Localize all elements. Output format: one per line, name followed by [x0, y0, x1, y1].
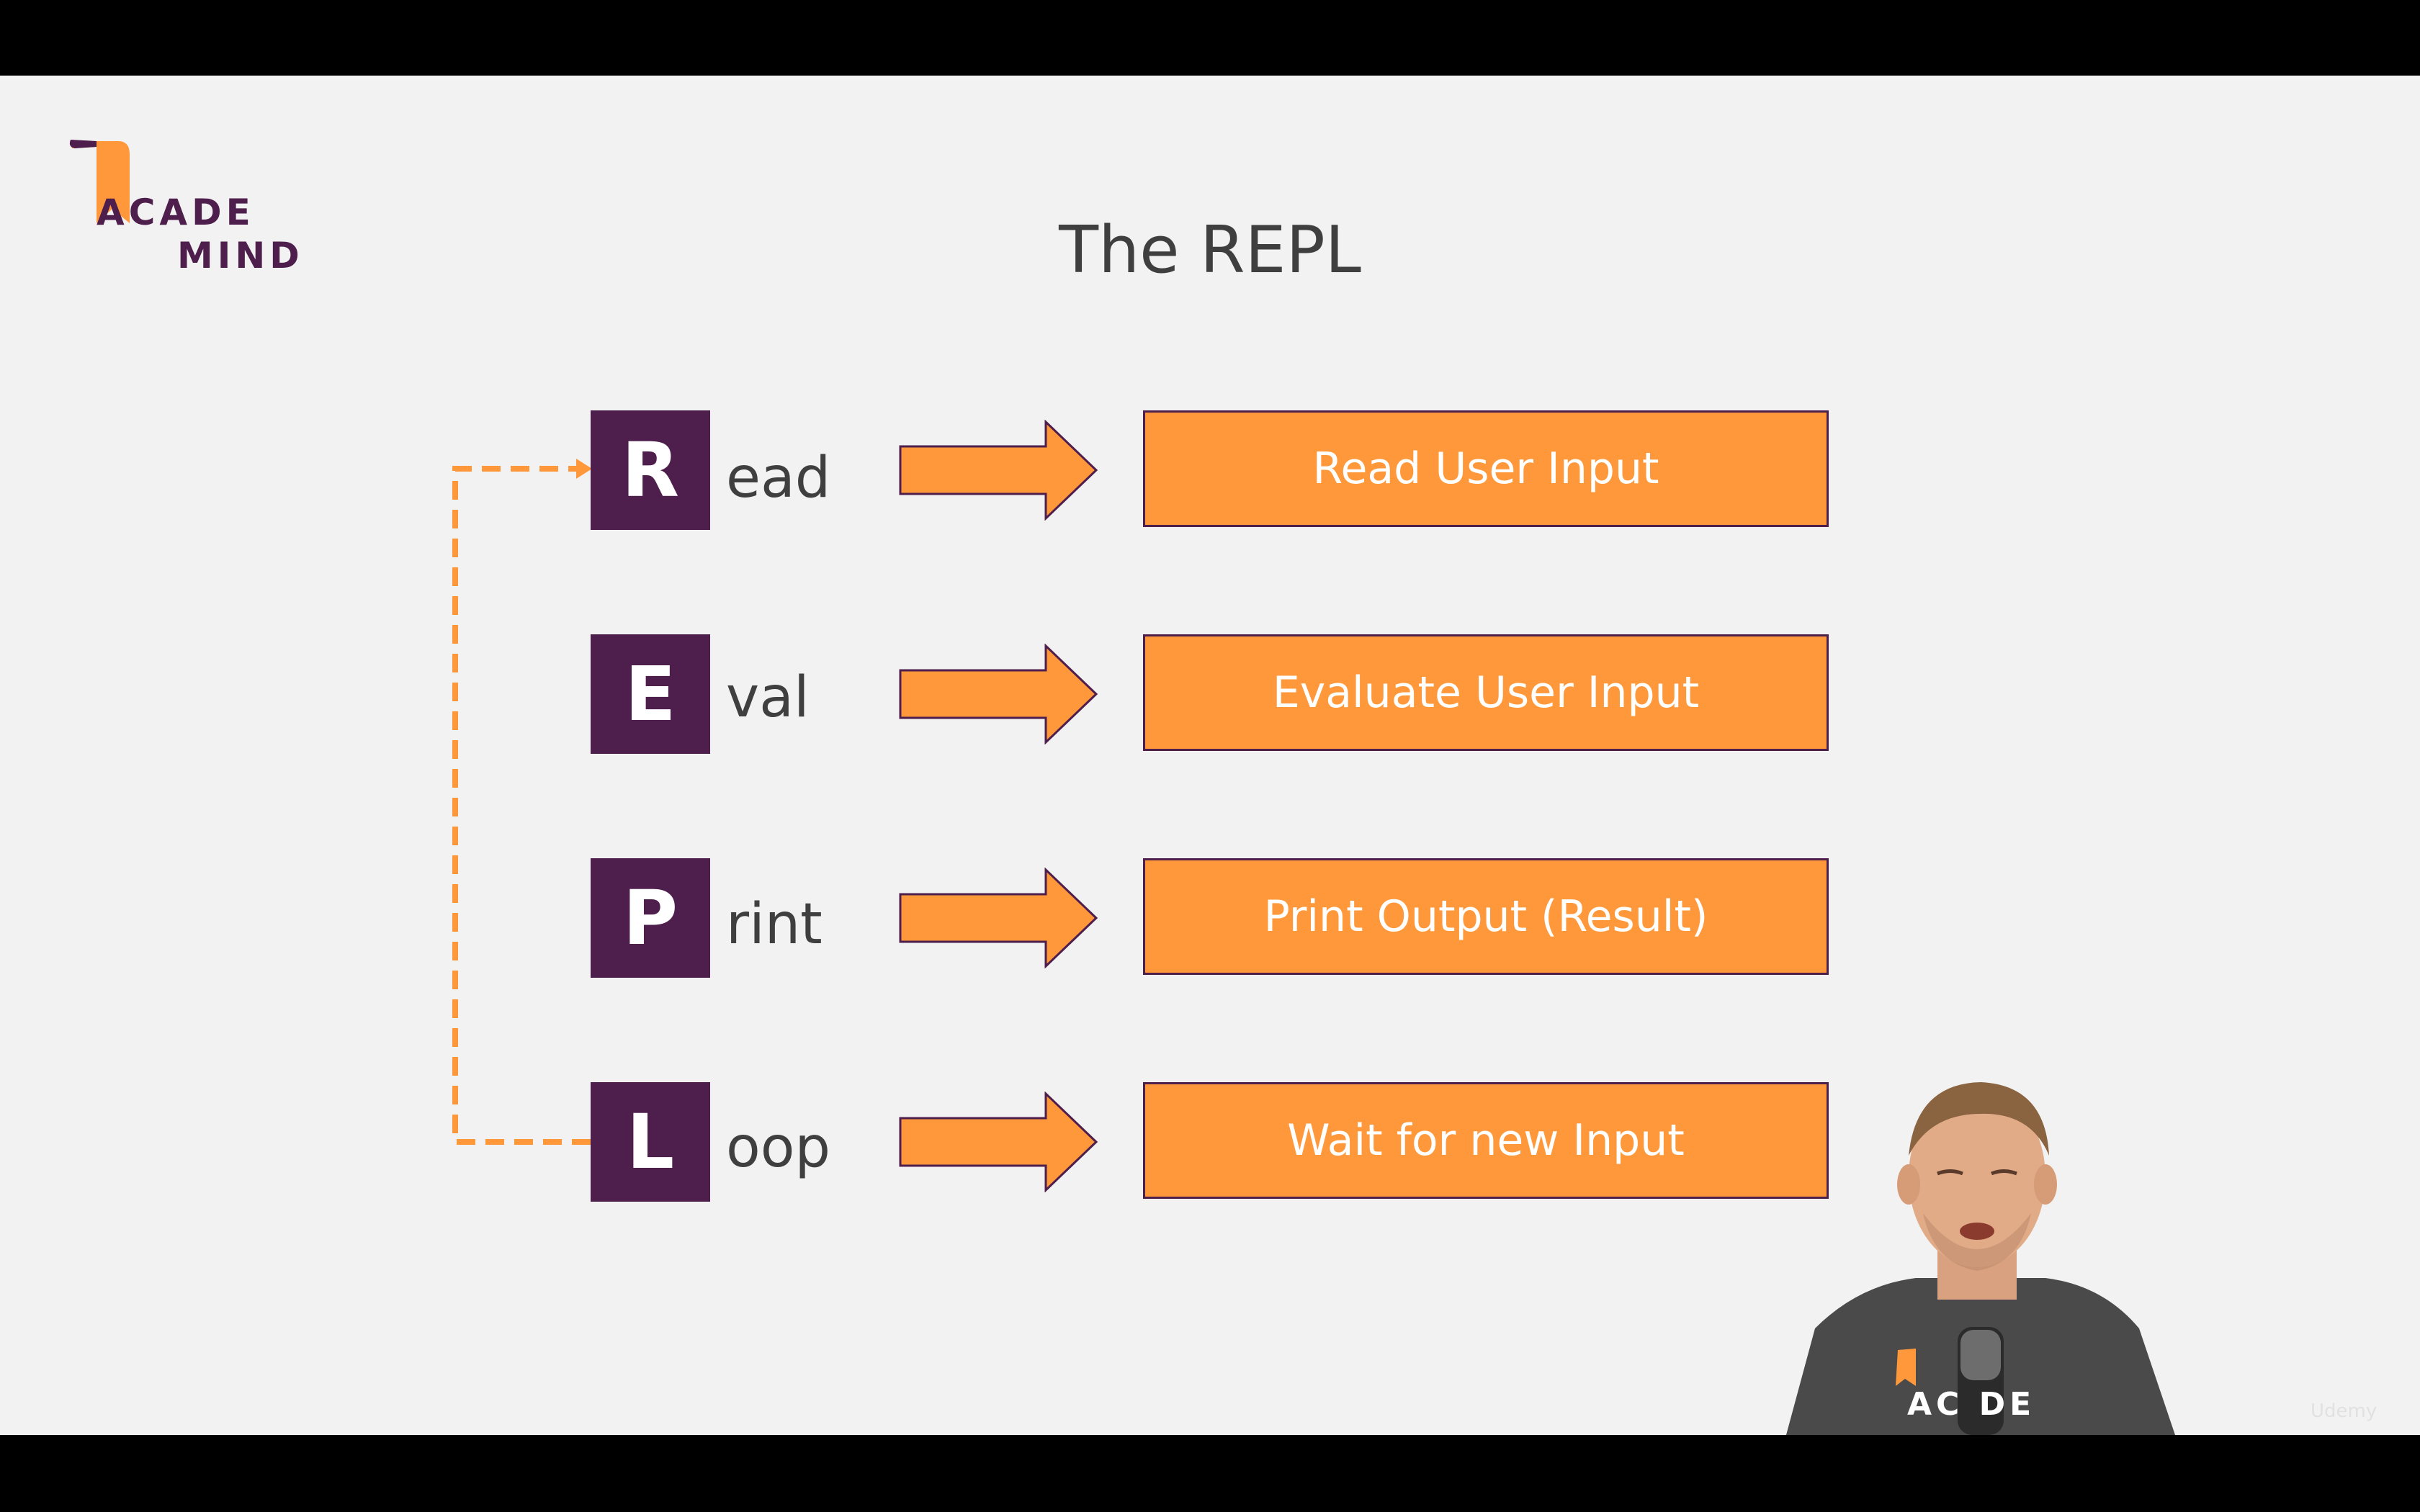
logo-text-line1: ACADE: [97, 192, 255, 233]
right-arrow-icon: [899, 1092, 1098, 1192]
presenter-video-overlay: AC DE: [1786, 1082, 2175, 1435]
right-arrow-icon: [899, 868, 1098, 968]
action-read-user-input: Read User Input: [1143, 410, 1829, 527]
action-print-output: Print Output (Result): [1143, 858, 1829, 975]
logo-scroll-icon: [69, 140, 130, 223]
udemy-watermark: Udemy: [2311, 1400, 2378, 1422]
slide: ACADE MIND The REPL R ead Read User Inpu…: [0, 76, 2420, 1435]
right-arrow-icon: [899, 420, 1098, 521]
word-rest-print: rint: [726, 892, 823, 957]
letter-box-r: R: [591, 410, 710, 530]
svg-text:AC DE: AC DE: [1907, 1386, 2035, 1423]
word-rest-loop: oop: [726, 1115, 830, 1180]
logo-text-line2: MIND: [177, 235, 304, 276]
academind-logo: ACADE MIND: [68, 137, 313, 281]
word-rest-eval: val: [726, 665, 810, 730]
letter-box-l: L: [591, 1082, 710, 1202]
action-evaluate-user-input: Evaluate User Input: [1143, 634, 1829, 751]
action-wait-for-new-input: Wait for new Input: [1143, 1082, 1829, 1199]
letter-box-p: P: [591, 858, 710, 978]
right-arrow-icon: [899, 644, 1098, 744]
letter-box-e: E: [591, 634, 710, 754]
letterbox-top: [0, 0, 2420, 76]
word-rest-read: ead: [726, 446, 831, 510]
slide-title: The REPL: [1059, 212, 1361, 288]
letterbox-bottom: [0, 1435, 2420, 1512]
